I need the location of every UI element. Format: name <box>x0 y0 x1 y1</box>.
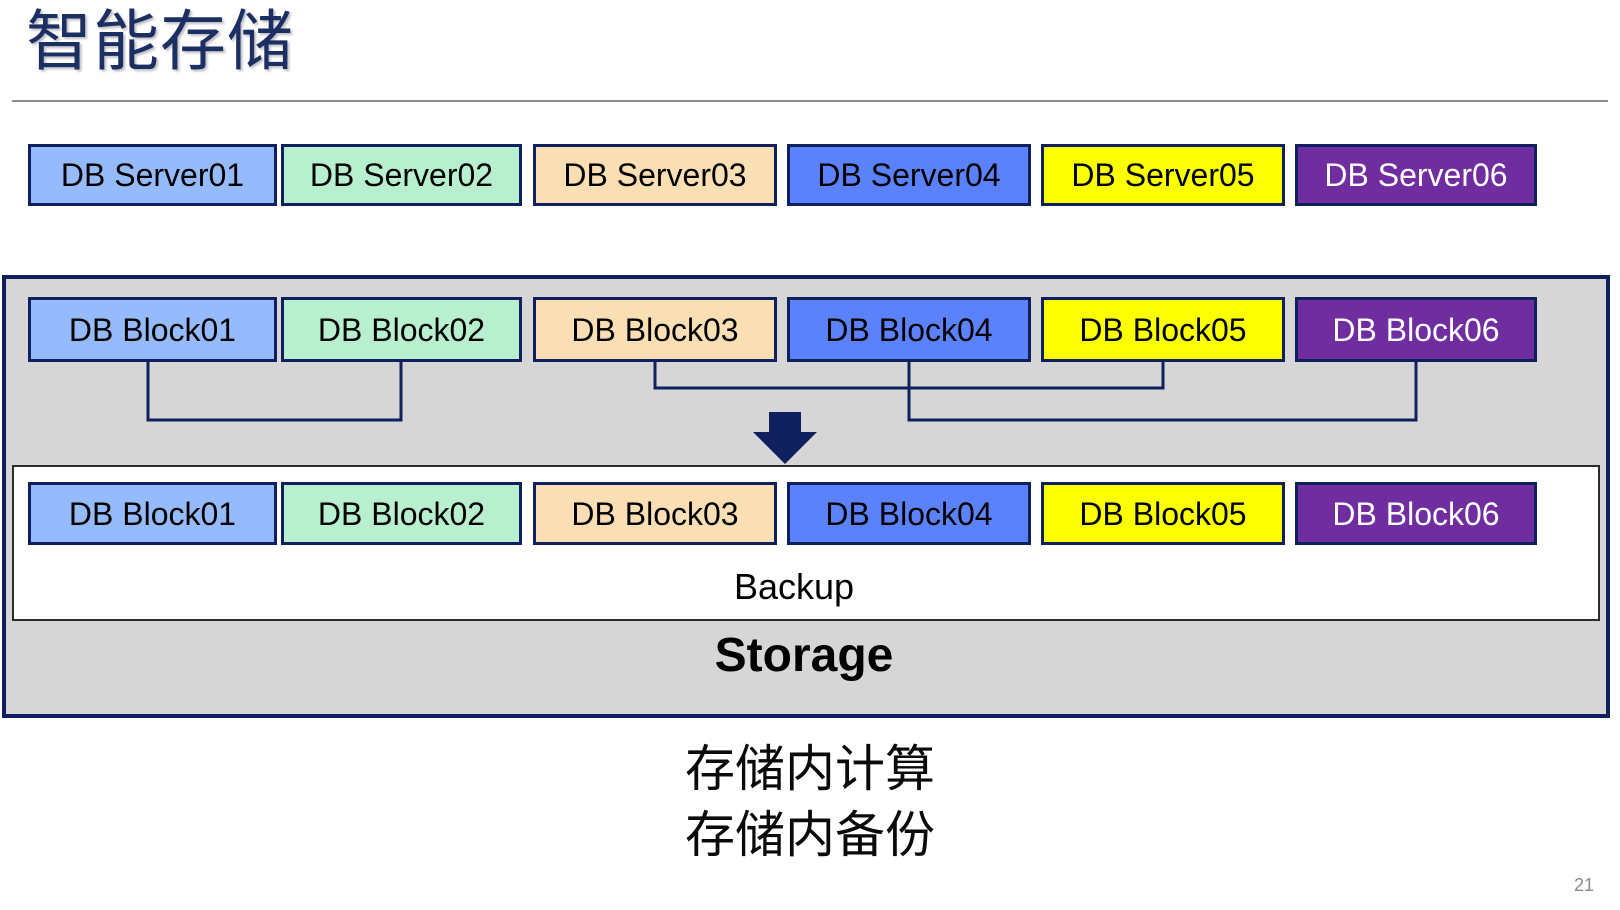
db-server-box-4[interactable]: DB Server04 <box>787 144 1031 206</box>
db-block-box-label: DB Block04 <box>825 311 993 348</box>
db-server-box-label: DB Server06 <box>1324 157 1508 193</box>
caption-line-1: 存储内计算 <box>685 741 935 797</box>
db-backup-block-box-label: DB Block04 <box>825 495 993 532</box>
db-server-box-label: DB Server02 <box>309 157 494 193</box>
db-backup-block-box-5[interactable]: DB Block05 <box>1041 482 1285 545</box>
db-backup-block-box-label: DB Block02 <box>317 495 486 532</box>
db-block-box-4[interactable]: DB Block04 <box>787 297 1031 362</box>
db-backup-block-box-6[interactable]: DB Block06 <box>1295 482 1537 545</box>
caption-line-2: 存储内备份 <box>685 807 935 863</box>
db-block-box-2[interactable]: DB Block02 <box>281 297 522 362</box>
caption-text: 存储内计算存储内备份 <box>0 736 1620 868</box>
db-server-box-6[interactable]: DB Server06 <box>1295 144 1537 206</box>
db-backup-block-box-3[interactable]: DB Block03 <box>533 482 777 545</box>
db-backup-block-box-4[interactable]: DB Block04 <box>787 482 1031 545</box>
db-backup-block-box-label: DB Block01 <box>68 495 237 532</box>
storage-label: Storage <box>714 629 894 682</box>
db-block-box-3[interactable]: DB Block03 <box>533 297 777 362</box>
db-block-box-label: DB Block01 <box>68 311 237 348</box>
db-server-box-5[interactable]: DB Server05 <box>1041 144 1285 206</box>
db-server-box-label: DB Server01 <box>60 157 245 193</box>
db-backup-block-box-label: DB Block06 <box>1332 495 1500 532</box>
page-title: 智能存储 <box>26 4 294 78</box>
db-block-box-1[interactable]: DB Block01 <box>28 297 277 362</box>
db-block-box-label: DB Block02 <box>317 311 486 348</box>
db-backup-block-box-label: DB Block03 <box>571 495 739 532</box>
db-server-box-2[interactable]: DB Server02 <box>281 144 522 206</box>
db-server-box-label: DB Server05 <box>1071 157 1255 193</box>
db-backup-block-box-label: DB Block05 <box>1079 495 1247 532</box>
backup-label: Backup <box>733 566 855 607</box>
db-backup-block-box-2[interactable]: DB Block02 <box>281 482 522 545</box>
db-block-box-label: DB Block03 <box>571 311 739 348</box>
db-block-box-label: DB Block05 <box>1079 311 1247 348</box>
db-server-box-3[interactable]: DB Server03 <box>533 144 777 206</box>
db-block-box-5[interactable]: DB Block05 <box>1041 297 1285 362</box>
db-server-box-1[interactable]: DB Server01 <box>28 144 277 206</box>
db-server-box-label: DB Server04 <box>817 157 1001 193</box>
db-block-box-label: DB Block06 <box>1332 311 1500 348</box>
db-server-box-label: DB Server03 <box>563 157 747 193</box>
title-divider <box>12 100 1608 102</box>
db-block-box-6[interactable]: DB Block06 <box>1295 297 1537 362</box>
db-backup-block-box-1[interactable]: DB Block01 <box>28 482 277 545</box>
page-number: 21 <box>1573 875 1594 895</box>
